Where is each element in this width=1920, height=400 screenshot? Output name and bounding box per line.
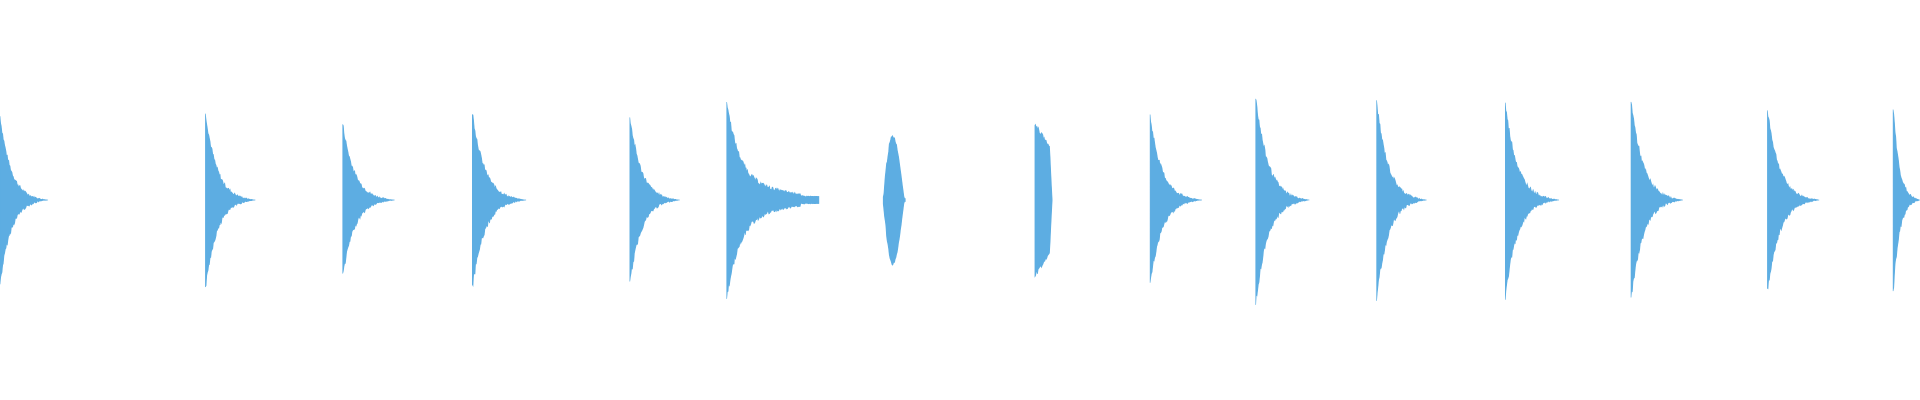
- waveform-segment-14: [1767, 110, 1820, 290]
- waveform-segment-12: [1505, 102, 1560, 300]
- waveform-segment-7: [882, 134, 906, 266]
- waveform-segment-1: [0, 116, 49, 285]
- waveform-segment-9: [1149, 114, 1202, 283]
- waveform-segment-10: [1255, 98, 1310, 305]
- waveform-segment-3: [342, 124, 395, 274]
- waveform-segment-4: [472, 114, 527, 287]
- waveform-segment-13: [1630, 101, 1683, 298]
- waveform-segment-6: [726, 101, 820, 299]
- waveform-segment-11: [1376, 100, 1427, 301]
- waveform-segment-15: [1892, 109, 1920, 292]
- waveform-segment-2: [205, 113, 256, 288]
- waveform-segment-8: [1034, 123, 1053, 278]
- waveform-segment-5: [629, 117, 680, 282]
